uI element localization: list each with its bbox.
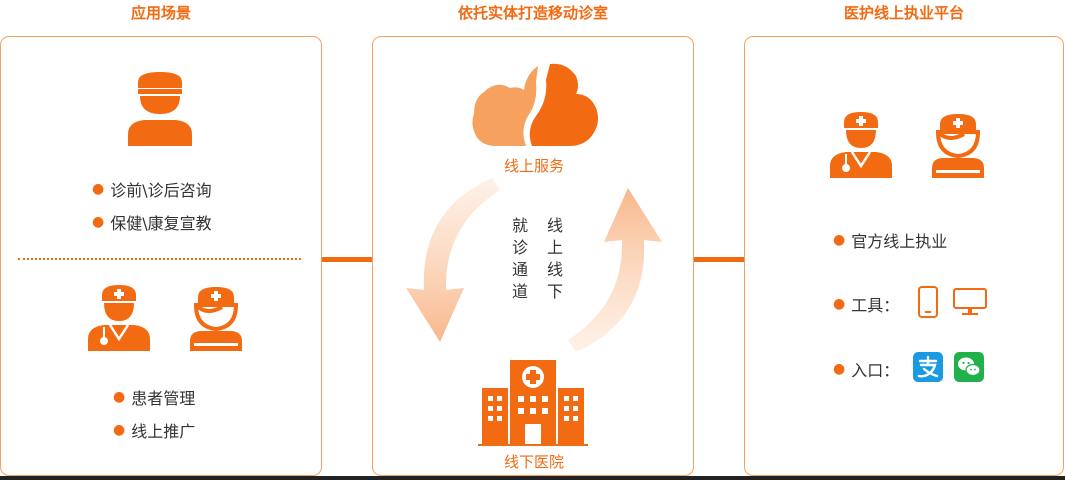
list-item: ●保健\康复宣教: [92, 210, 212, 234]
list-item-entry: ●入口：: [833, 357, 899, 381]
phone-icon: [918, 286, 938, 318]
wechat-icon: [954, 352, 984, 382]
nurse-icon: [190, 287, 242, 351]
list-item-label: 患者管理: [131, 389, 196, 408]
cycle-arrow-icon: [406, 178, 662, 352]
hospital-icon: [478, 360, 588, 446]
list-item: ●线上推广: [113, 418, 195, 442]
middle-section-title: 依托实体打造移动诊室: [457, 4, 608, 22]
left-section-title: 应用场景: [130, 4, 191, 22]
right-section-title: 医护线上执业平台: [843, 4, 964, 22]
alipay-icon: [913, 352, 943, 382]
connector-left: [322, 257, 372, 262]
list-item-tools: ●工具：: [833, 292, 899, 316]
list-item: ●诊前\诊后咨询: [92, 177, 212, 201]
list-item-label: 入口：: [851, 361, 900, 380]
cloud-icon: [472, 63, 598, 146]
bottom-border-line: [0, 476, 1065, 480]
nurse-icon: [932, 114, 984, 178]
dotted-divider: [18, 258, 301, 260]
right-panel: [744, 36, 1064, 476]
doctor-icon: [88, 285, 150, 351]
person-icon: [128, 72, 192, 146]
channel-text-left: 就诊通道: [509, 217, 528, 305]
online-service-label: 线上服务: [503, 157, 564, 175]
list-item: ●官方线上执业: [833, 228, 947, 252]
offline-hospital-label: 线下医院: [503, 453, 564, 471]
list-item: ●患者管理: [113, 385, 195, 409]
list-item-label: 线上推广: [131, 422, 196, 441]
monitor-icon: [953, 288, 987, 315]
connector-right: [694, 257, 744, 262]
channel-text-right: 线上线下: [544, 217, 563, 305]
list-item-label: 工具：: [851, 296, 900, 315]
list-item-label: 保健\康复宣教: [110, 214, 212, 233]
list-item-label: 官方线上执业: [851, 232, 948, 251]
doctor-icon: [830, 112, 892, 178]
list-item-label: 诊前\诊后咨询: [110, 181, 212, 200]
